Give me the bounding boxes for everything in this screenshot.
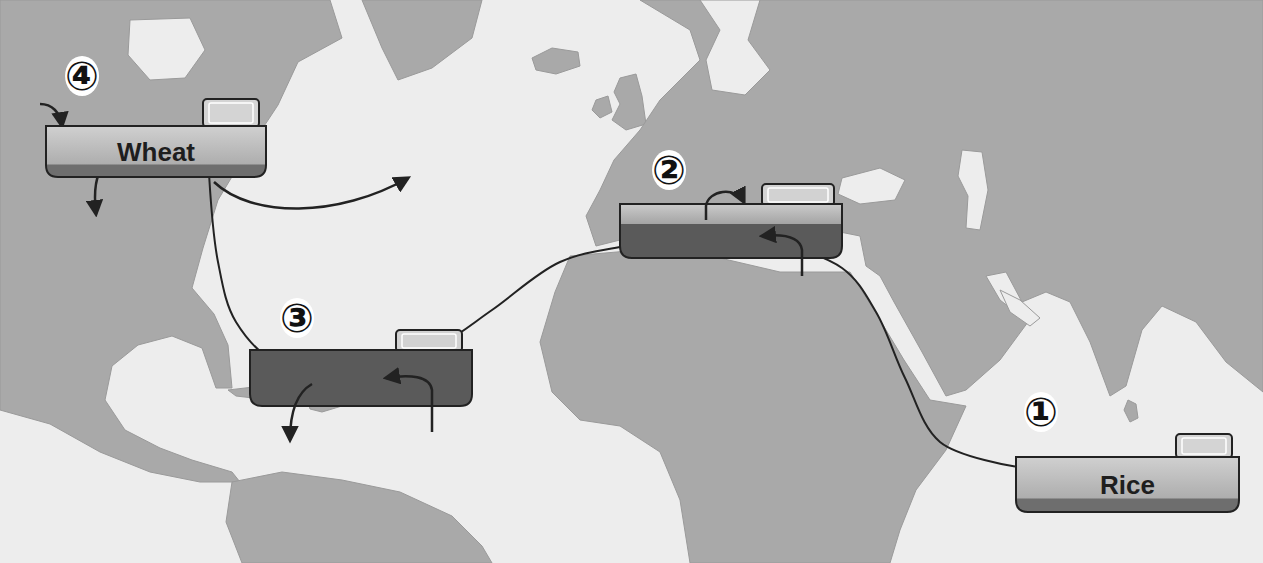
iceland (532, 48, 580, 74)
export-arrow (214, 178, 408, 209)
greenland (362, 0, 482, 80)
load-arrow (762, 235, 802, 276)
import-arrow (40, 104, 62, 126)
ship-three (250, 330, 472, 406)
ship-hold: Rice (1015, 457, 1240, 513)
callout-number: ① (1024, 392, 1058, 432)
unload-arrow (290, 384, 312, 440)
callout-number: ② (652, 150, 686, 190)
cargo-ship: Rice (1015, 433, 1240, 513)
south-america (226, 472, 492, 563)
black-sea (838, 168, 905, 204)
callout-number: ③ (280, 298, 314, 338)
cargo-name: Rice (1100, 470, 1155, 501)
cargo-name: Wheat (117, 137, 195, 168)
hudson-bay (128, 18, 205, 80)
persian-gulf (1000, 290, 1040, 326)
north-america (0, 0, 342, 482)
cargo-ship: Wheat (45, 98, 267, 178)
ship-two (620, 184, 842, 258)
load-arrow (386, 376, 432, 432)
shipping-route (209, 178, 1015, 467)
baltic-sea (700, 0, 770, 95)
britain (612, 74, 646, 130)
ireland (592, 96, 612, 118)
caspian-sea (958, 150, 988, 230)
unload-arrow (706, 192, 744, 220)
africa (540, 250, 966, 563)
sri-lanka (1124, 400, 1138, 422)
ship-hold: Wheat (45, 126, 267, 178)
callout-number: ④ (65, 56, 99, 96)
